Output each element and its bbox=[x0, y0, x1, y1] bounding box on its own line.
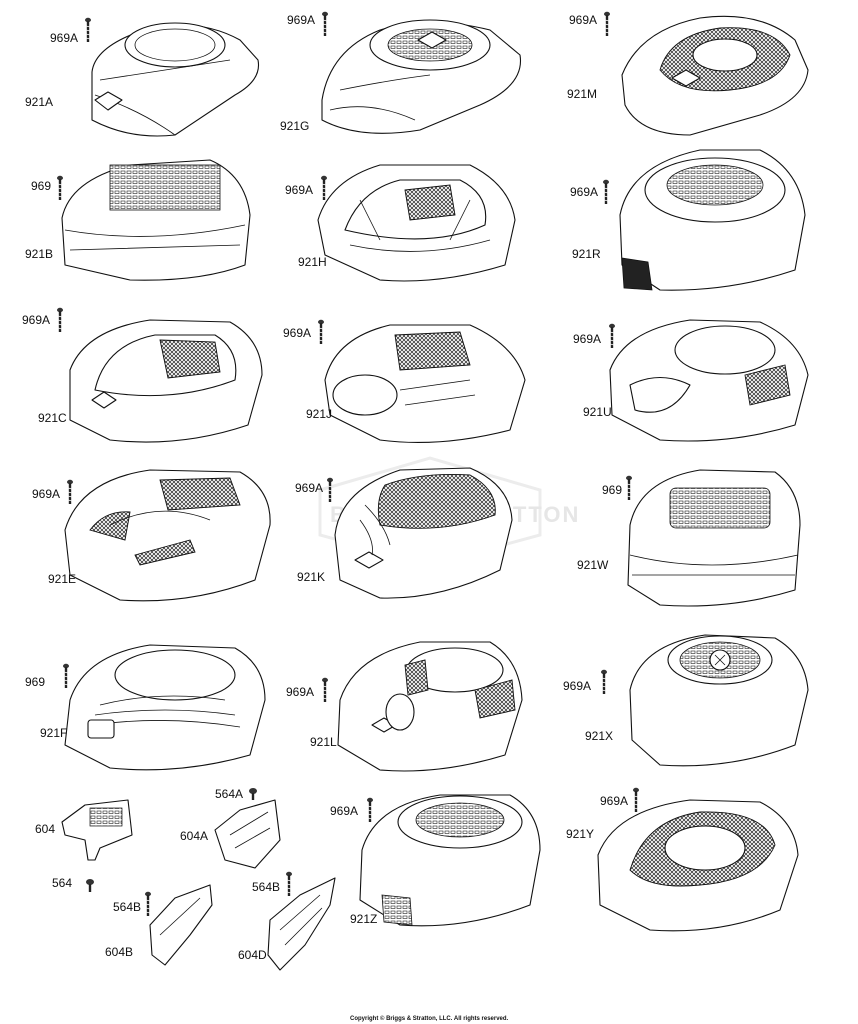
part-969A-screw-g[interactable] bbox=[320, 10, 330, 38]
callout-921K: 921K bbox=[297, 570, 325, 584]
part-921E-drawing[interactable] bbox=[64, 469, 271, 602]
part-921W-drawing[interactable] bbox=[627, 469, 801, 607]
part-564A-screw[interactable] bbox=[249, 788, 257, 800]
part-969A-screw-r[interactable] bbox=[601, 178, 611, 206]
part-921R-drawing[interactable] bbox=[619, 149, 806, 291]
part-969A-screw-l[interactable] bbox=[320, 676, 330, 704]
callout-604D: 604D bbox=[238, 948, 267, 962]
callout-564B-b: 564B bbox=[252, 880, 280, 894]
part-969A-screw-j[interactable] bbox=[316, 318, 326, 346]
callout-921X: 921X bbox=[585, 729, 613, 743]
callout-969A-r: 969A bbox=[570, 185, 598, 199]
callout-921W: 921W bbox=[577, 558, 609, 572]
callout-564B-a: 564B bbox=[113, 900, 141, 914]
part-921X-drawing[interactable] bbox=[629, 634, 809, 767]
callout-969A-x: 969A bbox=[563, 679, 591, 693]
callout-564: 564 bbox=[52, 876, 72, 890]
callout-921M: 921M bbox=[567, 87, 597, 101]
part-921C-drawing[interactable] bbox=[69, 319, 263, 443]
callout-921R: 921R bbox=[572, 247, 601, 261]
callout-969-b: 969 bbox=[31, 179, 51, 193]
callout-921B: 921B bbox=[25, 247, 53, 261]
part-969A-screw-u[interactable] bbox=[607, 322, 617, 350]
callout-921H: 921H bbox=[298, 255, 327, 269]
part-921M-drawing[interactable] bbox=[621, 15, 809, 136]
callout-921F: 921F bbox=[40, 726, 67, 740]
callout-labels: 921A 969A 921G 969A 921M 969A 921B 969 9… bbox=[22, 13, 628, 962]
callout-921L: 921L bbox=[310, 735, 337, 749]
part-969A-screw-x[interactable] bbox=[599, 668, 609, 696]
part-921G-drawing[interactable] bbox=[321, 19, 522, 134]
copyright-text: Copyright © Briggs & Stratton, LLC. All … bbox=[350, 1015, 509, 1022]
callout-604B: 604B bbox=[105, 945, 133, 959]
part-921H-drawing[interactable] bbox=[317, 164, 516, 282]
part-604-drawing[interactable] bbox=[61, 799, 133, 861]
part-564B-screw-b[interactable] bbox=[284, 870, 294, 898]
callout-921U: 921U bbox=[583, 405, 612, 419]
part-921Y-drawing[interactable] bbox=[597, 799, 799, 932]
part-969A-screw-k[interactable] bbox=[325, 476, 335, 504]
part-969-screw-w[interactable] bbox=[624, 474, 634, 502]
callout-921Z: 921Z bbox=[350, 912, 377, 926]
part-921L-drawing[interactable] bbox=[337, 641, 523, 772]
part-921K-drawing[interactable] bbox=[334, 467, 513, 599]
callout-969A-m: 969A bbox=[569, 13, 597, 27]
callout-969A-z: 969A bbox=[330, 804, 358, 818]
part-921U-drawing[interactable] bbox=[609, 319, 809, 442]
callout-969A-h: 969A bbox=[285, 183, 313, 197]
callout-969A-l: 969A bbox=[286, 685, 314, 699]
part-969A-screw-a[interactable] bbox=[83, 16, 93, 44]
part-921A-drawing[interactable] bbox=[91, 22, 260, 137]
part-969A-screw-e[interactable] bbox=[65, 478, 75, 506]
callout-969A-k: 969A bbox=[295, 481, 323, 495]
callout-969-w: 969 bbox=[602, 483, 622, 497]
part-969-screw-b[interactable] bbox=[55, 174, 65, 202]
callout-969A-y: 969A bbox=[600, 794, 628, 808]
part-921B-drawing[interactable] bbox=[61, 159, 251, 281]
callout-921J: 921J bbox=[306, 407, 332, 421]
part-969A-screw-h[interactable] bbox=[319, 174, 329, 202]
part-564-drawing[interactable] bbox=[86, 879, 94, 892]
callout-969A-u: 969A bbox=[573, 332, 601, 346]
callout-969A-a: 969A bbox=[50, 31, 78, 45]
callout-921G: 921G bbox=[280, 119, 309, 133]
callout-969A-e: 969A bbox=[32, 487, 60, 501]
part-921F-drawing[interactable] bbox=[64, 644, 266, 771]
part-969-screw-f[interactable] bbox=[61, 662, 71, 690]
part-564B-screw-a[interactable] bbox=[143, 890, 153, 918]
part-969A-screw-c[interactable] bbox=[55, 306, 65, 334]
callout-604: 604 bbox=[35, 822, 55, 836]
callout-921A: 921A bbox=[25, 95, 53, 109]
callout-921Y: 921Y bbox=[566, 827, 594, 841]
part-969A-screw-y[interactable] bbox=[631, 786, 641, 814]
callout-969A-j: 969A bbox=[283, 326, 311, 340]
callout-604A: 604A bbox=[180, 829, 208, 843]
callout-921C: 921C bbox=[38, 411, 67, 425]
callout-921E: 921E bbox=[48, 572, 76, 586]
callout-969A-c: 969A bbox=[22, 313, 50, 327]
part-969A-screw-m[interactable] bbox=[602, 10, 612, 38]
part-604B-drawing[interactable] bbox=[149, 884, 213, 966]
part-604A-drawing[interactable] bbox=[214, 799, 281, 869]
callout-969-f: 969 bbox=[25, 675, 45, 689]
part-921J-drawing[interactable] bbox=[324, 324, 526, 443]
part-604D-drawing[interactable] bbox=[267, 877, 336, 971]
callout-969A-g: 969A bbox=[287, 13, 315, 27]
callout-564A: 564A bbox=[215, 787, 243, 801]
part-921Z-drawing[interactable] bbox=[359, 794, 541, 927]
part-969A-screw-z[interactable] bbox=[365, 796, 375, 824]
